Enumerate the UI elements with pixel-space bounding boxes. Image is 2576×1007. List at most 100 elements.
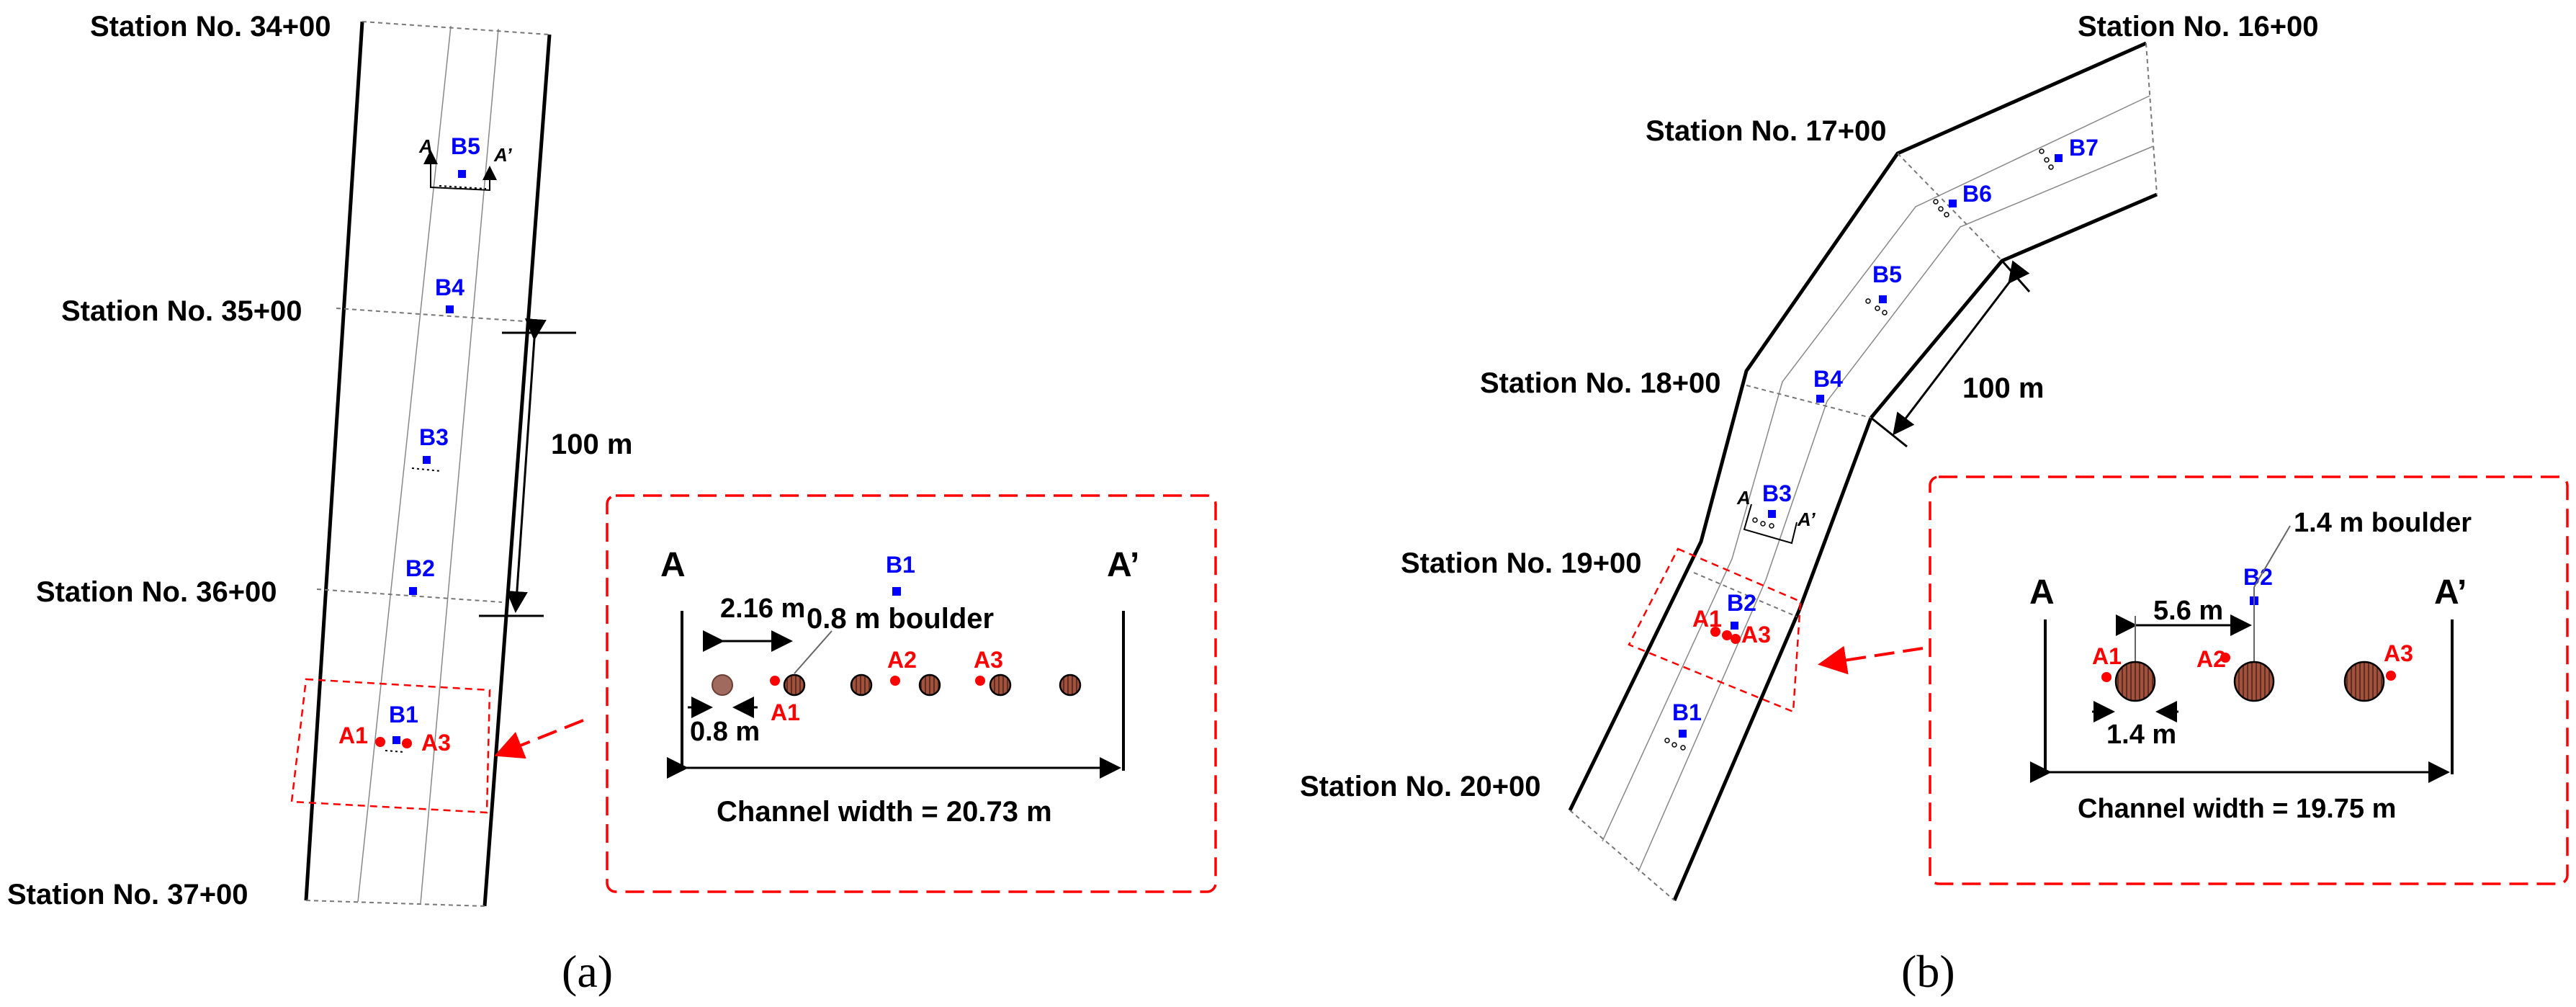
a-point-marker — [2101, 672, 2111, 682]
b-point-marker — [2055, 154, 2063, 162]
section-mark-label: A’ — [493, 144, 512, 166]
inset-a-label: A3 — [2384, 640, 2413, 666]
station-line — [316, 588, 503, 603]
section-mark-label: A — [418, 135, 433, 157]
a-point-label: A3 — [1741, 622, 1771, 648]
section-marker — [1743, 504, 1798, 545]
station-line — [1693, 572, 1798, 617]
b-point-label: B6 — [1962, 181, 1992, 207]
inner-line — [420, 28, 499, 904]
panel-a: Station No. 34+00 Station No. 35+00 Stat… — [7, 11, 1217, 997]
a-point-marker — [1722, 630, 1732, 640]
inset-b-label: B2 — [2243, 564, 2273, 590]
station-label: Station No. 19+00 — [1401, 547, 1642, 579]
channel-width-label: Channel width = 20.73 m — [717, 796, 1052, 828]
station-label: Station No. 37+00 — [7, 879, 248, 910]
b-point-marker — [1679, 730, 1687, 738]
diameter-label: 0.8 m — [690, 717, 760, 747]
dotted-mark — [411, 467, 441, 472]
diameter-label: 1.4 m — [2106, 720, 2176, 750]
channel-width-label: Channel width = 19.75 m — [2078, 794, 2396, 824]
b-point-label: B7 — [2069, 135, 2099, 161]
dotted-mark — [385, 750, 404, 753]
boulder — [918, 673, 941, 697]
b-point-label: B4 — [1813, 366, 1843, 392]
station-label: Station No. 18+00 — [1480, 367, 1721, 399]
b-point-marker — [1949, 200, 1957, 207]
focus-box — [1628, 547, 1802, 713]
boulder — [2233, 661, 2275, 702]
a-point-marker — [1710, 627, 1720, 637]
b-point-label: B5 — [451, 133, 480, 159]
dimension-arrow — [1893, 260, 2030, 436]
b-point-marker — [392, 736, 400, 744]
inset-a-label: A3 — [974, 647, 1003, 673]
section-marker — [430, 164, 497, 192]
b-point-label: B1 — [389, 702, 418, 728]
dimension-arrow — [506, 318, 547, 613]
boulder-leader — [794, 630, 833, 674]
dimension-tick — [1870, 416, 1908, 448]
inner-line — [1602, 95, 2150, 842]
callout-arrow — [1818, 645, 1924, 675]
a-point-marker — [975, 676, 985, 686]
section-mark-label: A’ — [1797, 509, 1816, 530]
b-point-group: B6 — [1933, 181, 1992, 218]
boulder — [712, 674, 733, 696]
station-line — [362, 21, 550, 35]
inset-mark-a-prime: A’ — [1107, 546, 1139, 584]
b-point-marker — [423, 456, 431, 464]
inset-mark-a-prime: A’ — [2434, 573, 2467, 612]
b-point-marker — [1768, 510, 1776, 518]
a-point-label: A3 — [421, 730, 451, 756]
boulder — [2343, 661, 2385, 702]
inset-mark-a: A — [2029, 573, 2055, 612]
focus-box — [290, 678, 491, 814]
left-bank — [1568, 41, 2148, 812]
boulder — [2114, 661, 2156, 702]
a-point-marker — [375, 737, 385, 747]
station-label: Station No. 16+00 — [2078, 11, 2319, 42]
boulder — [783, 673, 806, 697]
inset-box — [1929, 475, 2569, 885]
b-point-marker — [1816, 395, 1824, 403]
inner-line — [1638, 146, 2154, 872]
a-point-marker — [1731, 634, 1741, 644]
b-point-label: B3 — [1762, 480, 1792, 506]
station-label: Station No. 17+00 — [1646, 115, 1887, 147]
a-point-label: A1 — [1692, 606, 1722, 632]
spacing-label: 2.16 m — [720, 594, 805, 624]
boulder-leader — [2253, 525, 2291, 588]
b-point-marker — [892, 587, 901, 596]
b-point-group: B1 — [1664, 699, 1702, 751]
a-point-marker — [770, 676, 780, 686]
inset-a-label: A1 — [2092, 643, 2122, 669]
b-point-marker — [1879, 295, 1887, 303]
panel-caption: (a) — [562, 946, 613, 997]
b-point-marker — [458, 170, 466, 178]
inset-a-label: A2 — [2196, 646, 2226, 672]
inner-line — [357, 25, 452, 903]
b-point-label: B5 — [1872, 261, 1902, 287]
a-point-marker — [2220, 653, 2230, 663]
b-point-group: B7 — [2039, 135, 2099, 170]
boulder-label: 0.8 m boulder — [807, 603, 994, 635]
inset-a-label: A2 — [887, 647, 917, 673]
callout-arrow — [494, 719, 584, 759]
panel-caption: (b) — [1901, 946, 1955, 997]
station-line — [305, 900, 485, 907]
panel-b: Station No. 16+00 Station No. 17+00 Stat… — [1300, 11, 2569, 997]
b-point-group: B3 — [1752, 480, 1792, 529]
a-point-marker — [890, 676, 900, 686]
station-line — [2145, 42, 2158, 195]
b-point-label: B2 — [405, 555, 435, 581]
boulder-label: 1.4 m boulder — [2294, 508, 2472, 538]
b-point-group: B5 — [1865, 261, 1902, 315]
inset-box — [606, 494, 1217, 893]
station-label: Station No. 20+00 — [1300, 771, 1541, 802]
left-bank — [304, 21, 364, 901]
station-label: Station No. 35+00 — [61, 295, 302, 327]
section-mark-label: A — [1736, 487, 1751, 509]
distance-label: 100 m — [551, 429, 632, 460]
